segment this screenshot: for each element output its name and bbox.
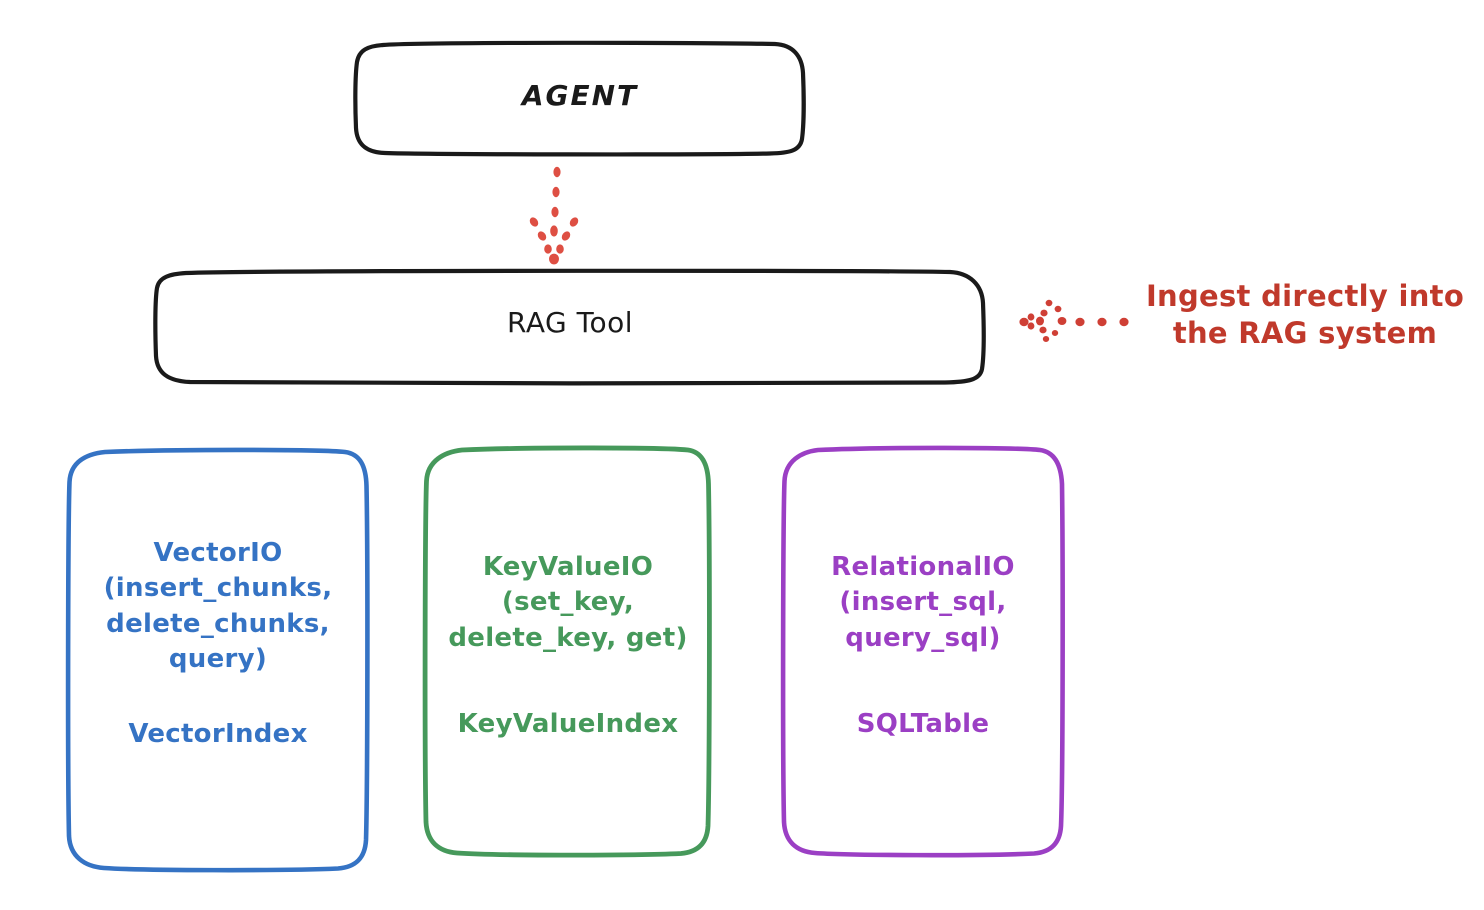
vector-io-title: VectorIO (insert_chunks, delete_chunks, … (103, 538, 333, 675)
vector-io-box-outline (65, 447, 370, 873)
relational-io-title: RelationalIO (insert_sql, query_sql) (831, 552, 1015, 653)
connector-note-to-rag-tool (1019, 299, 1129, 342)
key-value-io-title: KeyValueIO (set_key, delete_key, get) (448, 552, 688, 653)
node-agent[interactable] (353, 40, 806, 157)
node-rag-tool[interactable] (153, 268, 986, 386)
rag-tool-box-outline (153, 268, 986, 386)
node-key-value-io[interactable] (422, 445, 712, 858)
agent-box-outline (353, 40, 806, 157)
key-value-io-box-outline (422, 445, 712, 858)
relational-io-subtitle: SQLTable (856, 709, 990, 739)
connector-agent-to-rag-tool (529, 166, 579, 265)
vector-io-subtitle: VectorIndex (128, 719, 308, 749)
ingest-annotation-text: Ingest directly into the RAG system (1145, 279, 1465, 351)
node-vector-io[interactable] (65, 447, 370, 873)
relational-io-box-outline (780, 445, 1065, 858)
node-relational-io[interactable] (780, 445, 1065, 858)
key-value-io-subtitle: KeyValueIndex (457, 709, 679, 739)
